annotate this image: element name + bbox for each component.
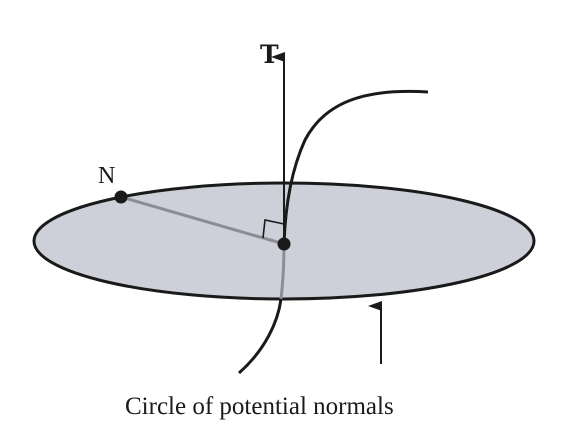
- tangent-label: T: [260, 40, 279, 69]
- curve-point-dot: [277, 237, 291, 251]
- curve-segment-upper: [282, 89, 429, 245]
- diagram-caption: Circle of potential normals: [125, 393, 394, 420]
- normal-label: N: [98, 163, 115, 189]
- normal-point-dot: [114, 190, 128, 204]
- normal-vector-line: [120, 195, 285, 246]
- right-angle-marker: [262, 219, 285, 239]
- curve-segment-lower: [238, 298, 283, 375]
